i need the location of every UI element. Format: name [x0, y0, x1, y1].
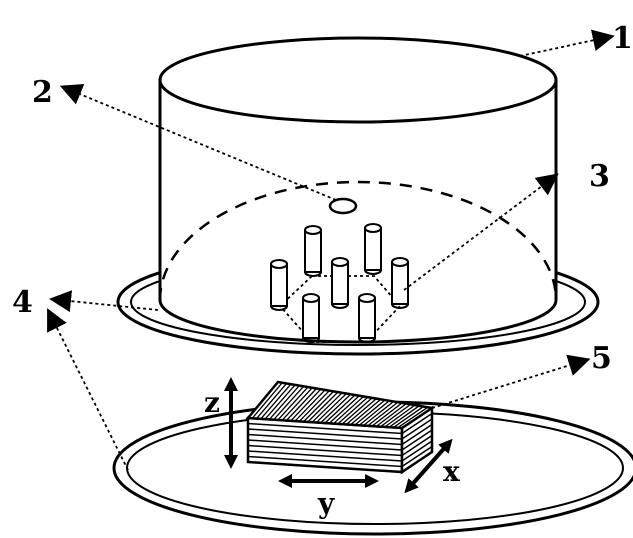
- block-stripe: [268, 385, 300, 420]
- nozzle-hole: [328, 197, 358, 215]
- block-stripe: [388, 405, 420, 428]
- block-layer: [247, 418, 433, 440]
- tube: [304, 225, 322, 277]
- leader-4b: [47, 308, 129, 471]
- block-stripe: [380, 403, 411, 428]
- block-stripe: [371, 402, 403, 427]
- label-5: 5: [591, 341, 612, 376]
- cylinder-chamber: [158, 36, 558, 344]
- block-stripe: [281, 387, 313, 421]
- tube: [358, 293, 376, 343]
- block-stripe: [307, 391, 339, 423]
- block-stripe: [341, 397, 373, 425]
- dome-outline: [158, 180, 558, 301]
- block-stripe: [286, 388, 317, 421]
- label-4: 4: [12, 285, 33, 320]
- block-stripe: [260, 383, 292, 420]
- block-stripe: [277, 386, 309, 421]
- leader-5: [431, 354, 591, 409]
- block-stripe: [311, 392, 343, 423]
- block-stripe: [264, 384, 296, 420]
- block-stripe: [350, 398, 382, 426]
- leader-1: [519, 29, 615, 57]
- block-stripe: [315, 393, 347, 423]
- block-stripe: [273, 385, 305, 421]
- block-stripe: [251, 382, 283, 419]
- block-stripe: [358, 400, 390, 426]
- block-stripe: [397, 406, 429, 429]
- block-stripe: [354, 399, 386, 426]
- block-stripe: [393, 406, 424, 428]
- x-axis-arrow: [404, 438, 453, 494]
- block-stripe: [363, 400, 394, 427]
- tube: [302, 293, 320, 343]
- block-stripe: [384, 404, 416, 428]
- block-stripe: [345, 398, 377, 425]
- block-stripe: [290, 388, 322, 422]
- block-stripe: [320, 393, 352, 424]
- block-stripe: [298, 390, 330, 422]
- block-stripe: [328, 395, 360, 424]
- label-3: 3: [589, 159, 610, 194]
- tube: [331, 257, 349, 309]
- block-stripe: [324, 394, 356, 424]
- block-stripe: [333, 395, 364, 425]
- sample-block: [245, 380, 436, 475]
- axis-label-z: z: [204, 386, 220, 419]
- axis-label-y: y: [317, 487, 335, 520]
- label-2: 2: [32, 75, 53, 110]
- block-layer: [247, 429, 433, 451]
- block-stripe: [303, 390, 335, 423]
- block-stripe: [256, 383, 288, 419]
- tube: [364, 223, 382, 275]
- block-stripe: [337, 396, 369, 425]
- tube-array: [270, 223, 409, 343]
- block-stripe: [367, 401, 399, 427]
- leader-4a: [49, 290, 159, 313]
- block-stripe: [294, 389, 326, 422]
- leader-3: [403, 173, 559, 291]
- tube: [270, 259, 288, 311]
- axis-label-x: x: [443, 455, 460, 488]
- label-1: 1: [612, 21, 633, 56]
- block-layer: [247, 423, 433, 446]
- block-stripe: [375, 403, 407, 427]
- tube: [391, 257, 409, 309]
- block-layer: [247, 412, 433, 435]
